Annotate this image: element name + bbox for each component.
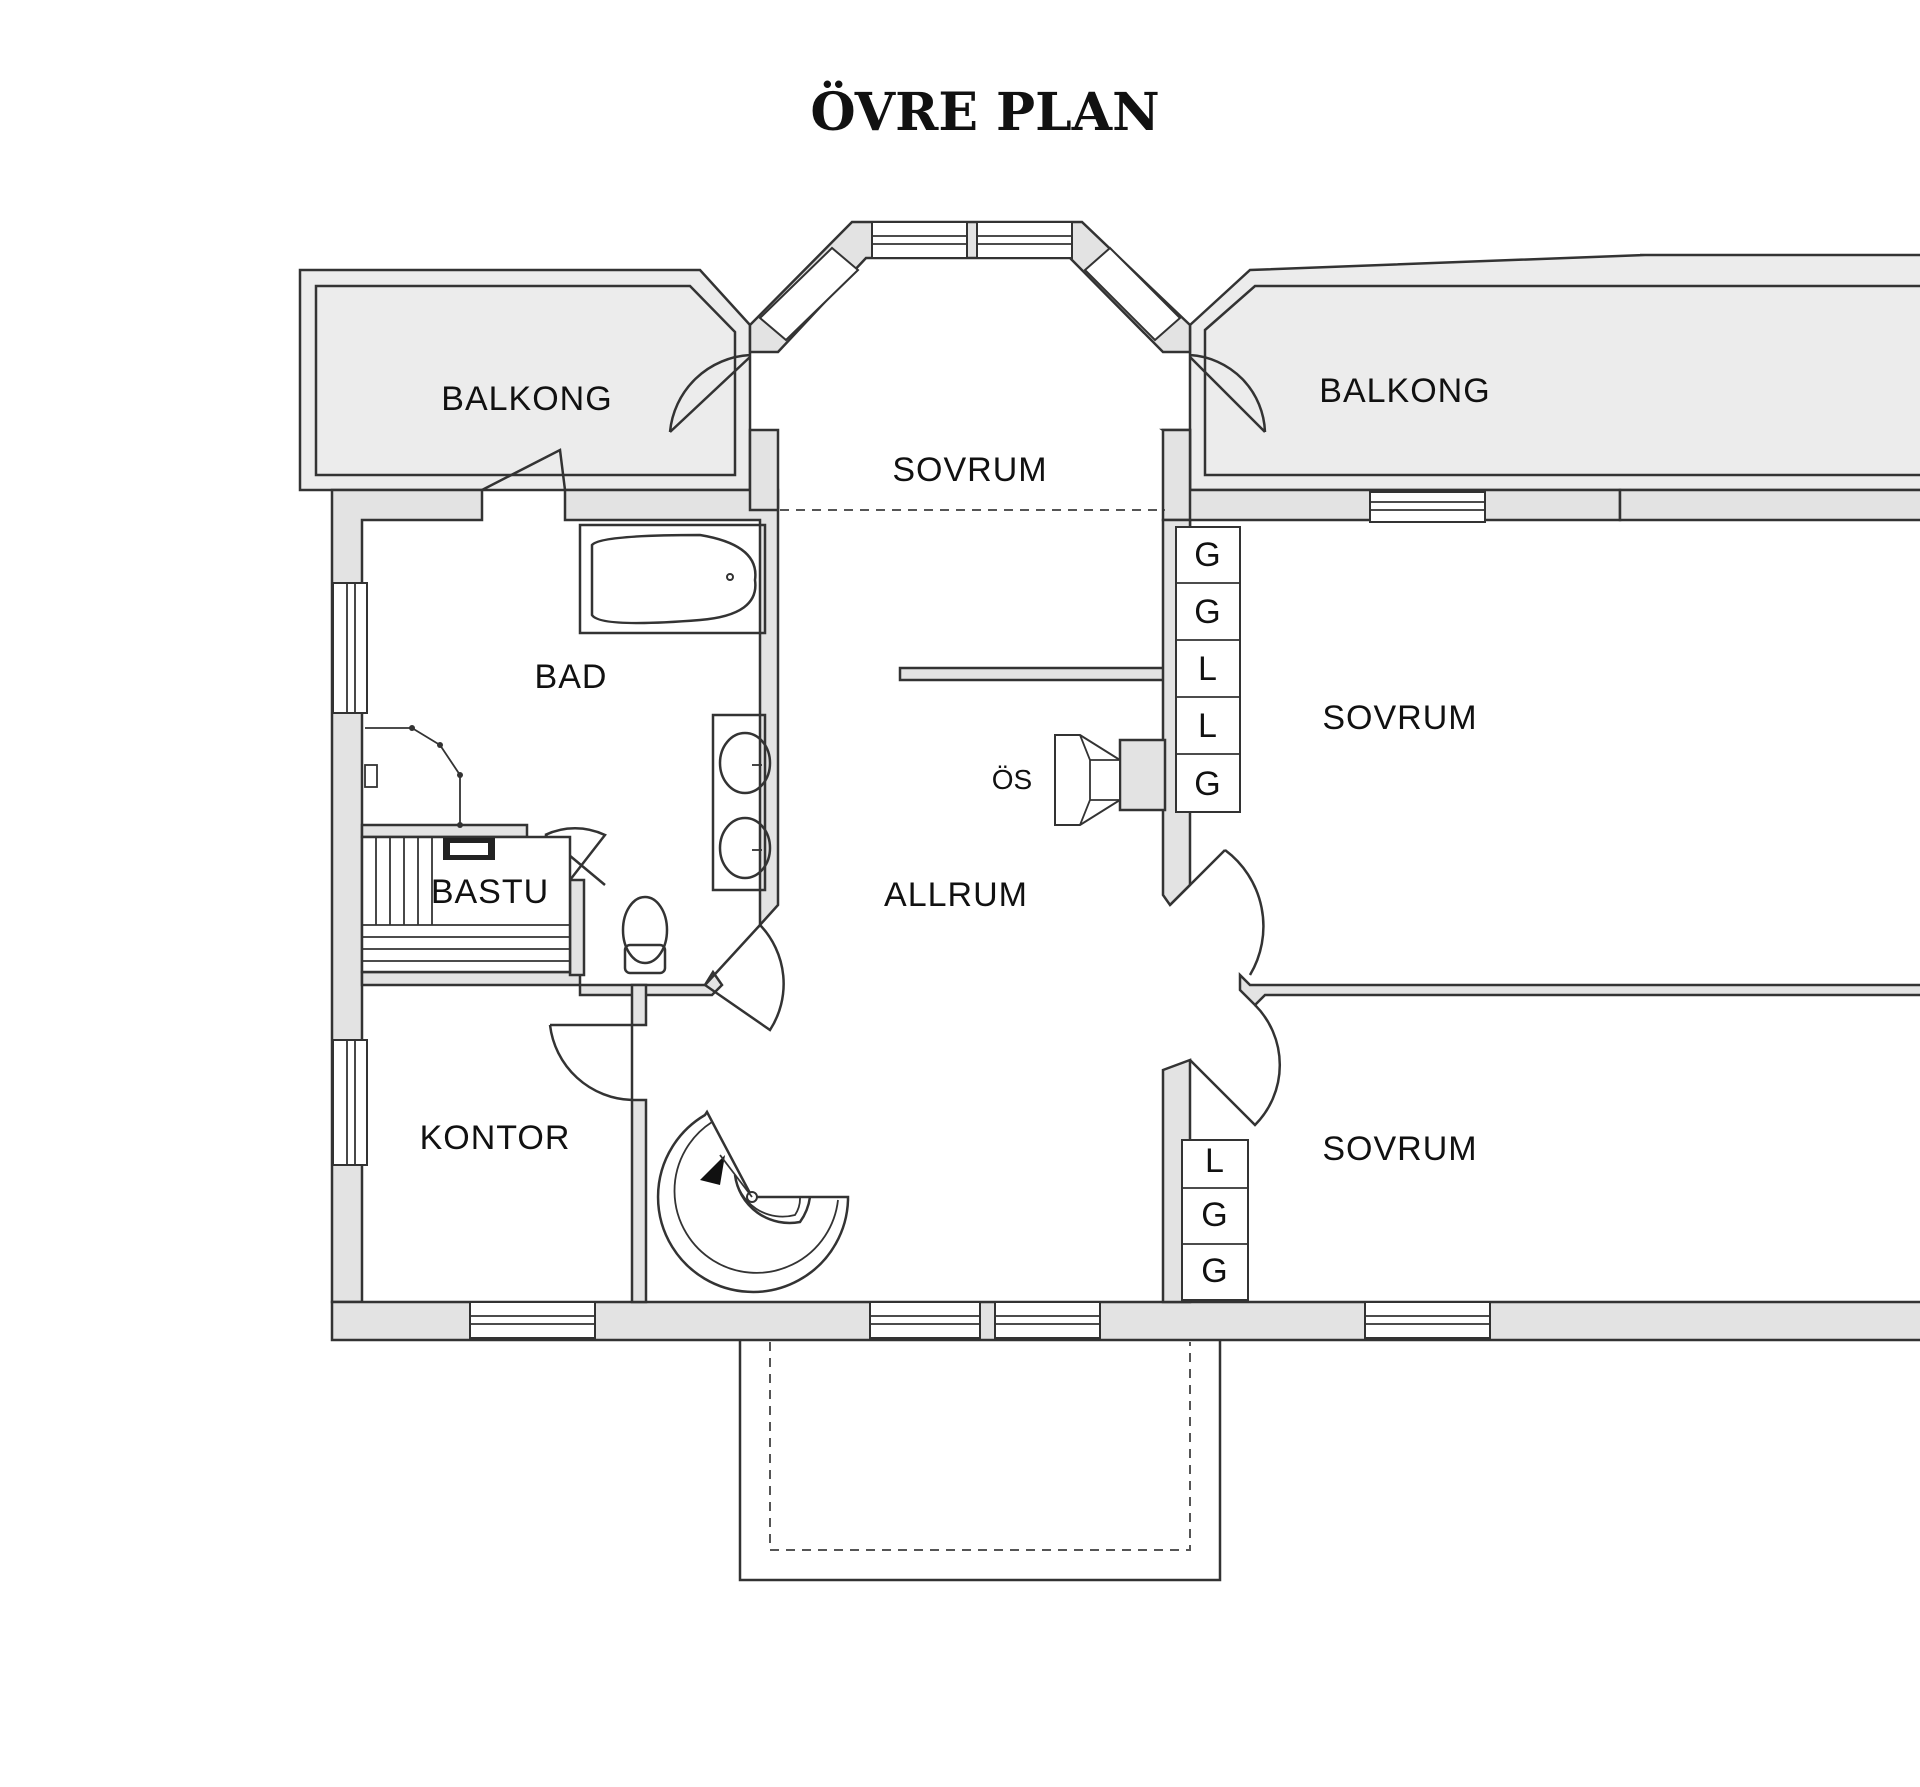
closet-label: G (1201, 1252, 1228, 1290)
room-labels: BALKONG BALKONG SOVRUM BAD BASTU ALLRUM … (420, 372, 1490, 1168)
windows (332, 491, 1491, 1339)
closet-labels-lower: L G G (1201, 1142, 1228, 1290)
label-bad: BAD (535, 658, 608, 696)
label-balkong-right: BALKONG (1319, 372, 1490, 410)
plan-title: ÖVRE PLAN (810, 82, 1160, 143)
shower (364, 725, 463, 828)
label-sovrum-right-lower: SOVRUM (1322, 1130, 1477, 1168)
bathtub (578, 523, 767, 635)
balcony-right (1188, 253, 1920, 492)
double-sink (711, 713, 772, 892)
closets-lower (1181, 1139, 1249, 1301)
closet-label: L (1198, 650, 1218, 688)
interior-walls (360, 518, 1920, 1304)
toilet (621, 895, 669, 975)
closet-label: G (1194, 593, 1221, 631)
closet-label: G (1194, 536, 1221, 574)
closet-label: G (1201, 1196, 1228, 1234)
spiral-stair (656, 1109, 850, 1294)
sauna-bench (360, 835, 572, 974)
fireplace (1054, 734, 1167, 826)
label-allrum: ALLRUM (884, 876, 1028, 914)
label-kontor: KONTOR (420, 1119, 571, 1157)
label-sovrum-right-upper: SOVRUM (1322, 699, 1477, 737)
closet-label: L (1205, 1142, 1225, 1180)
label-balkong-left: BALKONG (441, 380, 612, 418)
closet-label: L (1198, 707, 1218, 745)
bay-window (748, 220, 1192, 354)
label-os: ÖS (992, 764, 1032, 795)
closet-labels-upper: G G L L G (1194, 536, 1221, 803)
doors (481, 353, 1282, 1127)
closets-upper (1175, 526, 1241, 813)
closet-label: G (1194, 765, 1221, 803)
label-sovrum-top: SOVRUM (892, 451, 1047, 489)
dashed-outlines (738, 509, 1222, 1582)
label-bastu: BASTU (431, 873, 549, 911)
balcony-left (298, 268, 752, 492)
